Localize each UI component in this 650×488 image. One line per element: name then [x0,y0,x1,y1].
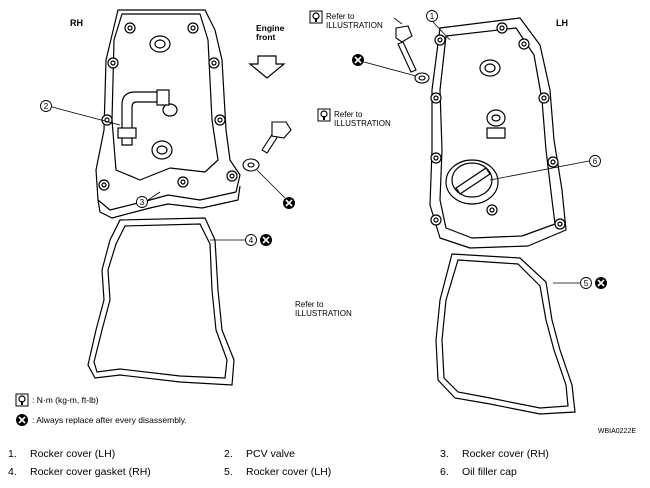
refer-illustration-center: Refer to ILLUSTRATION [295,300,352,318]
legend-replace: : Always replace after every disassembly… [32,415,187,425]
engine-front-arrow [248,55,286,79]
part-item: 1.Rocker cover (LH) [8,448,116,460]
callout-5-label: 5 [584,279,589,288]
legend-torque: : N·m (kg-m, ft-lb) [32,395,99,405]
part-item: 5.Rocker cover (LH) [224,466,332,478]
callout-4-label: 4 [249,236,254,245]
callout-1 [426,10,438,22]
rh-gasket [87,217,235,386]
pcv-valve [117,89,170,146]
lh-gasket [435,253,576,415]
rh-rocker-cover [95,9,241,219]
lh-rocker-cover [429,17,567,249]
callout-3 [136,196,148,208]
lh-bolt [393,17,430,84]
callout-2-label: 2 [44,102,49,111]
engine-front-label: Engine front [256,23,285,42]
callout-2 [40,100,52,112]
part-item: 6.Oil filler cap [440,466,517,478]
callout-1-label: 1 [430,12,435,21]
callout-4 [245,234,257,246]
callout-3-label: 3 [140,198,145,207]
callout-6-label: 6 [593,157,598,166]
figure-code: WBIA0222E [597,428,636,435]
rh-bolt [242,121,292,172]
callout-6 [589,155,601,167]
part-item: 3.Rocker cover (RH) [440,448,549,460]
lh-label: LH [556,18,568,28]
legend-torque-text: : N·m (kg-m, ft-lb) [32,395,99,405]
exploded-diagram: 1 2 3 4 5 6 [15,9,608,427]
oil-filler-cap [445,159,499,205]
part-item: 2.PCV valve [224,448,296,460]
refer-illustration-top-left: Refer to ILLUSTRATION [326,12,383,30]
legend-replace-text: : Always replace after every disassembly… [32,415,187,425]
callout-5 [580,277,592,289]
rh-label: RH [70,18,83,28]
part-item: 4.Rocker cover gasket (RH) [8,466,151,478]
refer-illustration-mid: Refer to ILLUSTRATION [334,110,391,128]
